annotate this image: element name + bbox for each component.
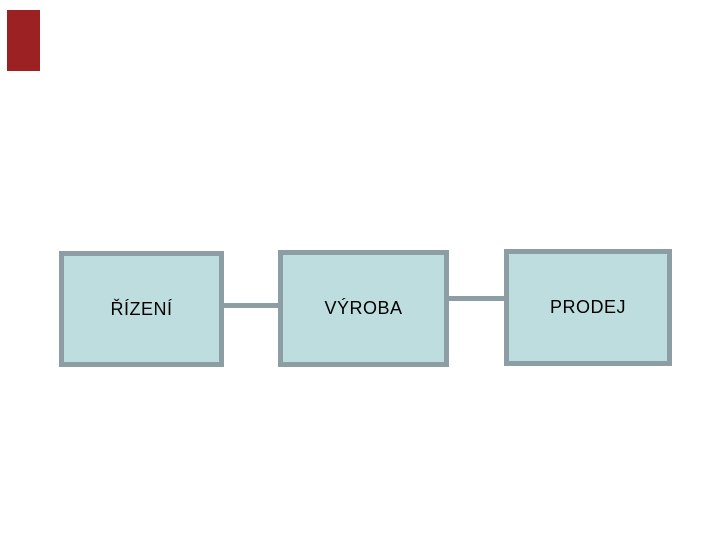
connector-rizeni-vyroba (222, 303, 280, 308)
node-label-vyroba: VÝROBA (324, 298, 403, 318)
corner-accent-bar (7, 10, 40, 71)
diagram-node-prodej: PRODEJ (504, 249, 672, 366)
node-label-prodej: PRODEJ (549, 297, 626, 317)
connector-vyroba-prodej (447, 296, 506, 301)
diagram-node-vyroba: VÝROBA (278, 250, 449, 367)
diagram-node-rizeni: ŘÍZENÍ (59, 251, 224, 367)
node-label-rizeni: ŘÍZENÍ (110, 298, 173, 319)
